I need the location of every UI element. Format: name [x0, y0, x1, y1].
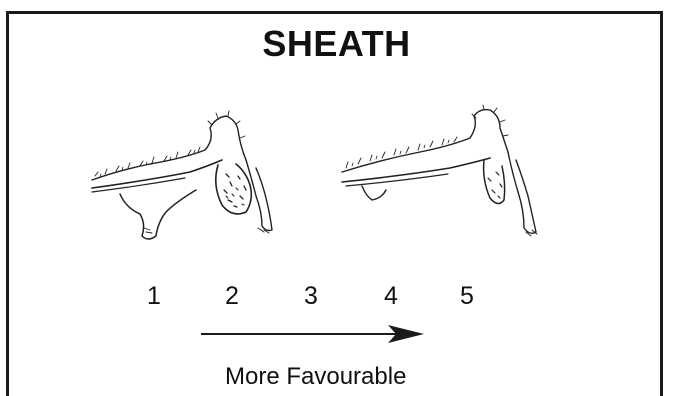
- sheath-pendulous-drawing-icon: [92, 111, 272, 239]
- right-arrow-icon: [201, 325, 424, 343]
- scale-number-2: 2: [225, 284, 239, 309]
- scale-number-3: 3: [304, 284, 318, 309]
- scale-number-1: 1: [147, 284, 161, 309]
- scale-number-5: 5: [460, 284, 474, 309]
- scale-caption: More Favourable: [225, 365, 406, 389]
- sheath-tight-drawing-icon: [342, 105, 537, 236]
- scale-number-4: 4: [384, 284, 398, 309]
